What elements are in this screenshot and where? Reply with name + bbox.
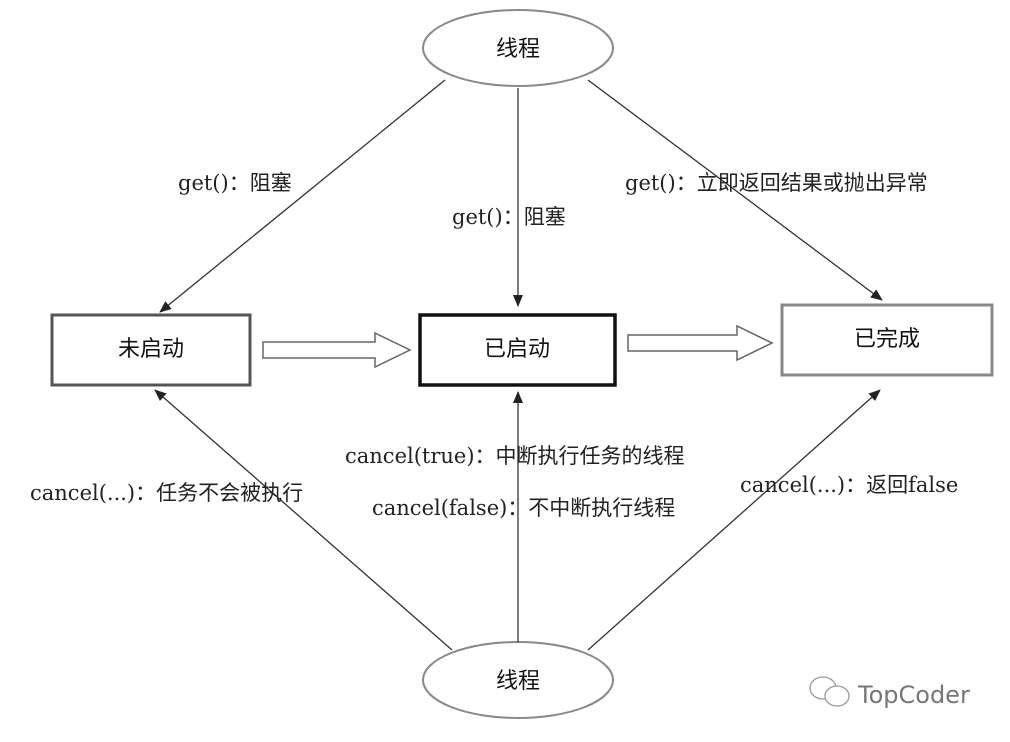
state-completed: 已完成 [780, 303, 994, 377]
edge-cancel-completed [587, 389, 881, 651]
thread-bottom-label: 线程 [496, 669, 540, 694]
wechat-icon [809, 676, 850, 707]
state-not-started-label: 未启动 [118, 337, 184, 362]
hollow-arrow-1 [262, 331, 412, 369]
edge-get-not-started [159, 79, 446, 313]
label-get-not-started: get()：阻塞 [178, 171, 292, 195]
label-cancel-true: cancel(true)：中断执行任务的线程 [345, 444, 685, 468]
watermark-text: TopCoder [857, 681, 970, 709]
label-get-completed: get()：立即返回结果或抛出异常 [625, 171, 928, 195]
state-started: 已启动 [418, 313, 617, 387]
state-started-label: 已启动 [484, 337, 550, 362]
label-cancel-not-started: cancel(...)：任务不会被执行 [30, 481, 303, 505]
thread-top-label: 线程 [496, 37, 540, 62]
state-not-started: 未启动 [50, 313, 252, 387]
state-completed-label: 已完成 [854, 327, 920, 352]
edge-cancel-not-started [154, 389, 453, 651]
edge-get-completed [587, 79, 883, 301]
thread-bottom-node: 线程 [422, 641, 614, 719]
hollow-arrow-2 [627, 324, 774, 362]
label-cancel-false: cancel(false)：不中断执行线程 [372, 496, 675, 520]
label-cancel-completed: cancel(...)：返回false [740, 473, 958, 497]
label-get-started: get()：阻塞 [452, 205, 566, 229]
thread-top-node: 线程 [422, 9, 614, 87]
